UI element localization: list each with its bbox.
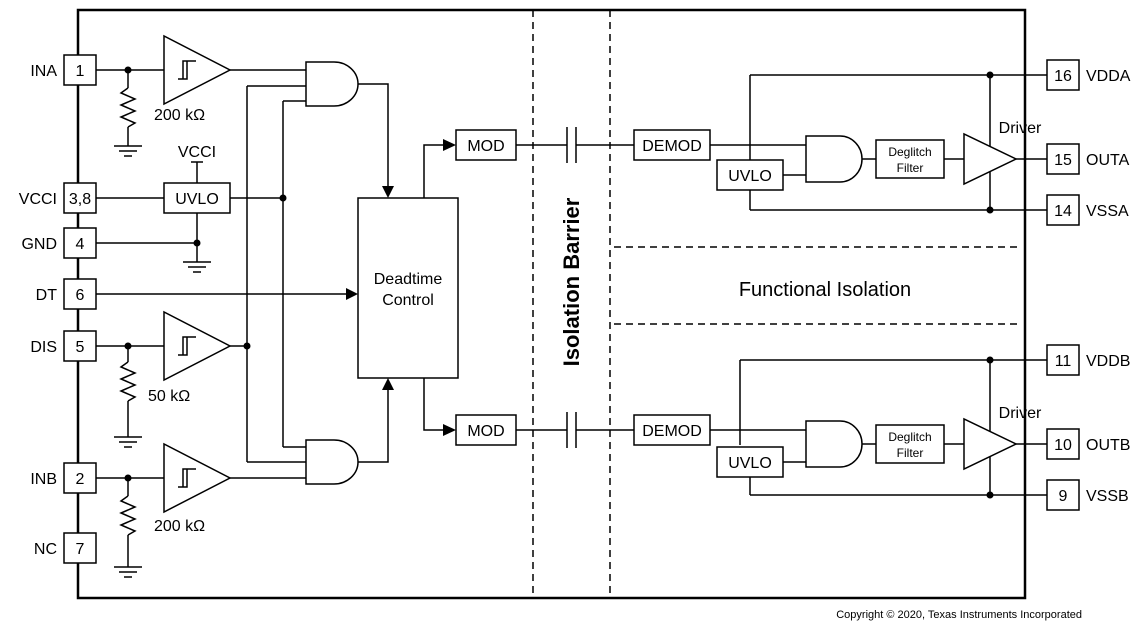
- pin-vddb-name: VDDB: [1086, 353, 1130, 370]
- functional-isolation-label: Functional Isolation: [739, 279, 911, 301]
- pin-ina-name: INA: [30, 63, 57, 80]
- gnd-ground-symbol: [183, 261, 211, 273]
- pin-outb-number: 10: [1054, 437, 1072, 454]
- pin-nc-name: NC: [34, 541, 57, 558]
- pin-ina-number: 1: [76, 63, 85, 80]
- pin-outb-name: OUTB: [1086, 437, 1130, 454]
- pin-inb: INB 2: [30, 462, 97, 494]
- demod-b-label: DEMOD: [642, 423, 702, 440]
- pin-gnd: GND 4: [21, 227, 97, 259]
- pin-dis-name: DIS: [30, 339, 57, 356]
- dis-resistor-value: 50 kΩ: [148, 388, 190, 405]
- pin-nc-number: 7: [76, 541, 85, 558]
- pin-vssb-number: 9: [1059, 488, 1068, 505]
- pin-vssb: 9 VSSB: [1046, 479, 1129, 511]
- output-channel-b: UVLO Deglitch Filter Driver: [710, 356, 1047, 499]
- deglitch-filter-a: [875, 139, 945, 179]
- mod-a-block: [455, 129, 517, 161]
- inb-input-path: 200 kΩ: [96, 474, 205, 578]
- pin-outa-name: OUTA: [1086, 152, 1130, 169]
- inb-schmitt-buffer: [163, 442, 232, 514]
- pin-gnd-name: GND: [21, 236, 57, 253]
- and-gate-output-a: [805, 135, 863, 183]
- driver-b-label: Driver: [999, 405, 1042, 422]
- pin-dt-name: DT: [36, 287, 58, 304]
- pin-outb: 10 OUTB: [1046, 428, 1130, 460]
- deadtime-control-label-2: Control: [382, 292, 434, 309]
- pin-vssa-name: VSSA: [1086, 203, 1129, 220]
- pin-vdda-name: VDDA: [1086, 68, 1131, 85]
- deglitch-filter-b: [875, 424, 945, 464]
- ina-input-path: 200 kΩ: [96, 66, 205, 157]
- pin-vdda-number: 16: [1054, 68, 1072, 85]
- mod-a-label: MOD: [467, 138, 504, 155]
- copyright-notice: Copyright © 2020, Texas Instruments Inco…: [836, 609, 1082, 621]
- deadtime-control-block: [357, 197, 459, 379]
- pin-ina: INA 1: [30, 54, 97, 86]
- driver-a-label: Driver: [999, 120, 1042, 137]
- pin-vcci-number: 3,8: [69, 191, 91, 208]
- dis-schmitt-buffer: [163, 310, 232, 382]
- uvlo-b-label: UVLO: [728, 455, 772, 472]
- and-gate-b: [305, 439, 359, 485]
- deadtime-control-label-1: Deadtime: [374, 271, 443, 288]
- pin-vdda: 16 VDDA: [1046, 59, 1131, 91]
- pin-vcci: VCCI 3,8: [19, 182, 97, 214]
- isolation-barrier-label: Isolation Barrier: [559, 197, 584, 366]
- vcci-supply-label: VCCI: [178, 144, 216, 161]
- pin-dis: DIS 5: [30, 330, 97, 362]
- and-gate-a: [305, 61, 359, 107]
- pin-gnd-number: 4: [76, 236, 85, 253]
- pin-outa: 15 OUTA: [1046, 143, 1130, 175]
- pin-nc: NC 7: [34, 532, 97, 564]
- uvlo-input-label: UVLO: [175, 191, 219, 208]
- pin-vssa: 14 VSSA: [1046, 194, 1129, 226]
- driver-a-buffer: [963, 132, 1018, 186]
- uvlo-a-label: UVLO: [728, 168, 772, 185]
- deglitch-b-label-1: Deglitch: [888, 430, 931, 444]
- inb-resistor-value: 200 kΩ: [154, 518, 205, 535]
- deglitch-a-label-1: Deglitch: [888, 145, 931, 159]
- demod-a-label: DEMOD: [642, 138, 702, 155]
- deglitch-b-label-2: Filter: [897, 446, 924, 460]
- and-gate-output-b: [805, 420, 863, 468]
- pin-dt-number: 6: [76, 287, 85, 304]
- isolation-capacitor-b: [516, 412, 634, 448]
- driver-b-buffer: [963, 417, 1018, 471]
- deglitch-a-label-2: Filter: [897, 161, 924, 175]
- isolation-capacitor-a: [516, 127, 634, 163]
- pin-inb-name: INB: [30, 471, 57, 488]
- pin-vssa-number: 14: [1054, 203, 1072, 220]
- pin-inb-number: 2: [76, 471, 85, 488]
- demod-b-block: [633, 414, 711, 446]
- dis-input-path: 50 kΩ: [96, 342, 190, 448]
- pin-vddb-number: 11: [1055, 353, 1072, 370]
- pin-outa-number: 15: [1054, 152, 1072, 169]
- pin-dt: DT 6: [36, 278, 97, 310]
- package-outline: [76, 8, 1027, 600]
- mod-b-block: [455, 414, 517, 446]
- pin-vddb: 11 VDDB: [1046, 344, 1130, 376]
- pin-vssb-name: VSSB: [1086, 488, 1129, 505]
- vcci-supply: VCCI: [178, 144, 216, 183]
- pin-dis-number: 5: [76, 339, 85, 356]
- demod-a-block: [633, 129, 711, 161]
- pin-vcci-name: VCCI: [19, 191, 57, 208]
- output-channel-a: UVLO Deglitch Filter Driver: [710, 71, 1047, 214]
- ina-resistor-value: 200 kΩ: [154, 107, 205, 124]
- ina-schmitt-buffer: [163, 34, 232, 106]
- mod-b-label: MOD: [467, 423, 504, 440]
